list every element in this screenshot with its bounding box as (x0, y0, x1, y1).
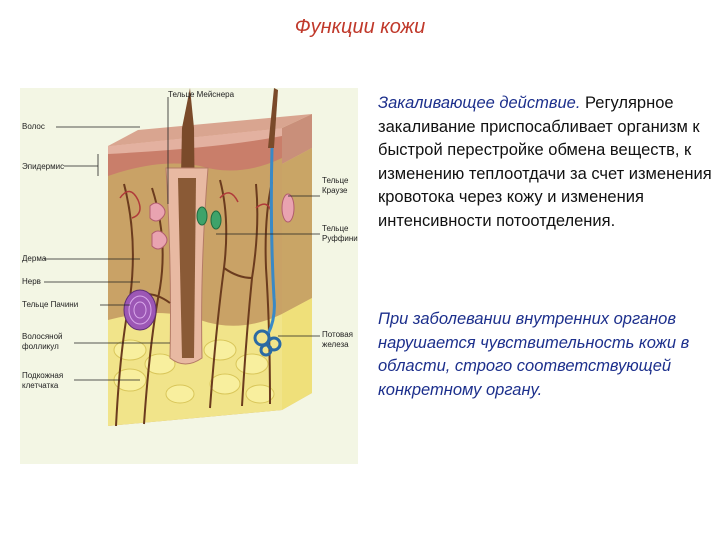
hardening-body: Регулярное закаливание приспосабливает о… (378, 94, 712, 230)
label-sweat-gland-2: железа (322, 340, 349, 349)
sweat-gland (253, 147, 282, 357)
meissner-corpuscle (149, 202, 168, 250)
label-leader-lines (44, 97, 320, 381)
label-krause-1: Тельце (322, 176, 349, 185)
label-meissner: Тельце Мейснера (168, 90, 235, 99)
label-ruffini-1: Тельце (322, 224, 349, 233)
label-hair: Волос (22, 122, 45, 131)
label-epidermis: Эпидермис (22, 162, 65, 171)
hardening-paragraph: Закаливающее действие. Регулярное закали… (378, 92, 714, 233)
label-hair-follicle-1: Волосяной (22, 332, 63, 341)
krause-bulbs (196, 206, 222, 230)
skin-cross-section-figure: Тельце Мейснера Волос Эпидермис Дерма Не… (20, 88, 358, 464)
disease-paragraph: При заболевании внутренних органов наруш… (378, 310, 690, 399)
label-ruffini-2: Руффини (322, 234, 358, 243)
skin-diagram (20, 88, 320, 464)
label-sweat-gland-1: Потовая (322, 330, 353, 339)
skin-block-top (108, 114, 312, 146)
label-nerve: Нерв (22, 277, 41, 286)
slide-title: Функции кожи (294, 16, 426, 38)
label-pacini: Тельце Пачини (22, 300, 79, 309)
label-dermis: Дерма (22, 254, 47, 263)
pacini-corpuscle (123, 289, 157, 331)
hardening-lead: Закаливающее действие. (378, 94, 581, 112)
ruffini-corpuscle (281, 193, 295, 223)
label-krause-2: Краузе (322, 186, 348, 195)
label-hypodermis-2: клетчатка (22, 381, 59, 390)
label-hypodermis-1: Подкожная (22, 371, 64, 380)
label-hair-follicle-2: фолликул (22, 342, 59, 351)
